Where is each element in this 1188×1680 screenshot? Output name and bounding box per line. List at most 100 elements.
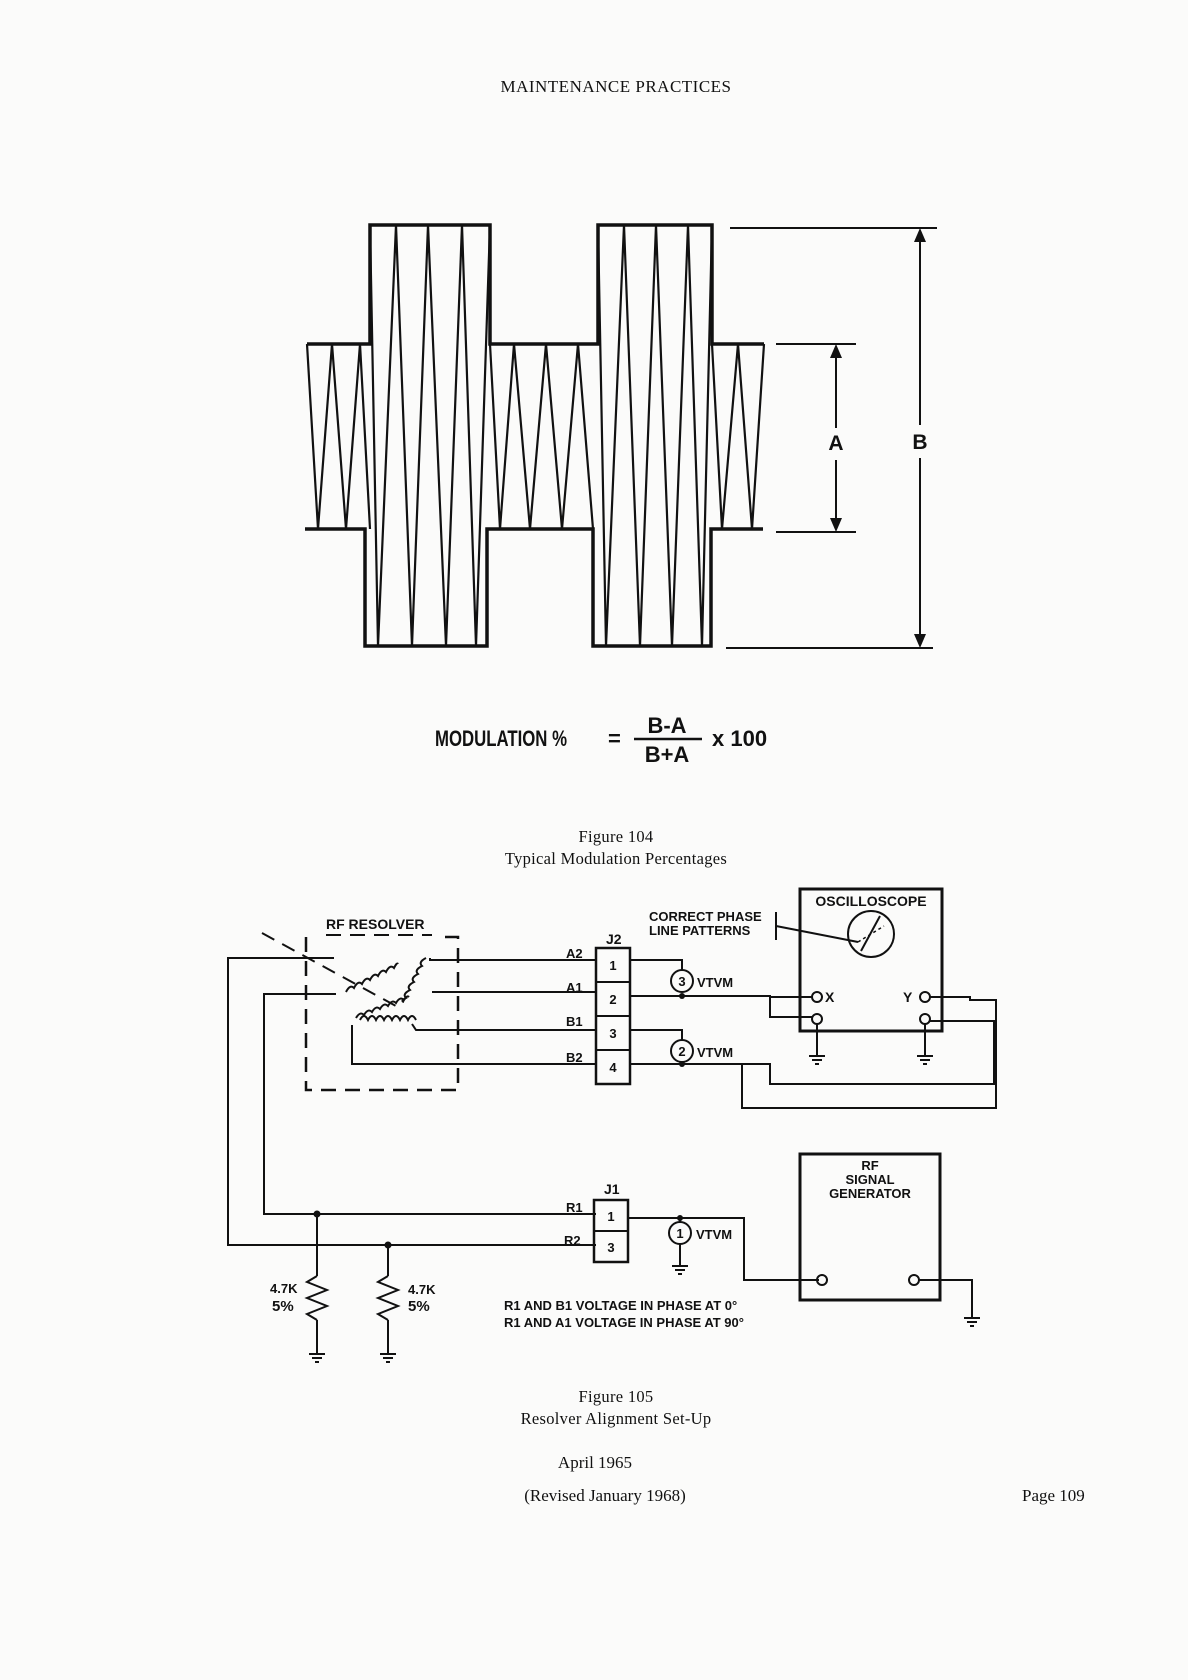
j2-pin-a2-label: A2 — [566, 946, 583, 961]
dimension-b-arrowhead-up — [914, 228, 926, 242]
carrier-wave-segment-1 — [305, 343, 372, 530]
resistor-1: 4.7K 5% — [270, 1210, 330, 1363]
j2-pin-4-number: 4 — [609, 1060, 617, 1075]
j1-pin-r2-label: R2 — [564, 1233, 581, 1248]
modulation-formula: MODULATION % = B-A B+A x 100 — [435, 713, 767, 767]
formula-multiplier: x 100 — [712, 726, 767, 751]
vtvm-1-number: 1 — [676, 1226, 683, 1241]
wire-r1-loop — [263, 993, 596, 1215]
vtvm-1-label: VTVM — [696, 1227, 732, 1242]
vtvm-3-label: VTVM — [697, 975, 733, 990]
resolver-alignment-schematic: RF RESOLVER J2 1 2 3 4 A2 A1 B1 B2 OSCIL… — [227, 887, 997, 1363]
wire-scope-y — [741, 996, 997, 1109]
stator-coil-a — [401, 957, 427, 1003]
j2-pin-b2-label: B2 — [566, 1050, 583, 1065]
dimension-b-label: B — [912, 431, 927, 454]
formula-equals: = — [608, 726, 621, 751]
waveform-upper-envelope — [307, 223, 764, 346]
oscilloscope-label: OSCILLOSCOPE — [815, 893, 926, 909]
footer-revised: (Revised January 1968) — [524, 1486, 686, 1505]
dimension-a-arrowhead-up — [830, 344, 842, 358]
dimension-b-arrowhead-down — [914, 634, 926, 648]
page-header: MAINTENANCE PRACTICES — [500, 77, 732, 96]
carrier-wave-segment-2 — [368, 224, 492, 647]
wire-r2-loop — [227, 957, 596, 1246]
oscilloscope-screen — [847, 910, 895, 958]
formula-numerator: B-A — [647, 713, 686, 738]
resistor-1-tolerance: 5% — [272, 1298, 294, 1315]
figure-104-caption: Figure 104 Typical Modulation Percentage… — [0, 826, 1188, 870]
phase-note-2: R1 AND A1 VOLTAGE IN PHASE AT 90° — [504, 1315, 744, 1330]
j1-pin-r1-label: R1 — [566, 1200, 583, 1215]
phase-line-trace — [860, 915, 881, 952]
scope-x-ground-terminal — [811, 1013, 823, 1025]
phase-note-1: R1 AND B1 VOLTAGE IN PHASE AT 0° — [504, 1298, 737, 1313]
generator-output-terminal — [816, 1274, 828, 1286]
j1-pin-1-number: 1 — [607, 1209, 614, 1224]
rotor-coil-1 — [345, 962, 399, 993]
vtvm-3: 3 VTVM — [670, 969, 733, 999]
scope-y-ground-terminal — [919, 1013, 931, 1025]
wire-pin4-to-scope — [630, 1020, 995, 1085]
figure-105-title: Resolver Alignment Set-Up — [520, 1409, 712, 1428]
vtvm-2: 2 VTVM — [670, 1039, 733, 1067]
generator-label-3: GENERATOR — [829, 1186, 911, 1201]
correct-phase-pointer — [775, 925, 859, 943]
waveform-lower-envelope — [305, 527, 763, 648]
correct-phase-label-1: CORRECT PHASE — [649, 909, 762, 924]
figure-104-title: Typical Modulation Percentages — [504, 849, 728, 868]
generator-ground-terminal — [908, 1274, 920, 1286]
generator-label-1: RF — [861, 1158, 878, 1173]
j2-label: J2 — [606, 931, 622, 947]
scope-x-input — [811, 991, 823, 1003]
j2-pin-3-number: 3 — [609, 1026, 616, 1041]
formula-denominator: B+A — [645, 742, 690, 767]
j1-label: J1 — [604, 1181, 620, 1197]
correct-phase-label-2: LINE PATTERNS — [649, 923, 751, 938]
wire-pin2-to-scope — [630, 995, 812, 1018]
figure-105-caption: Figure 105 Resolver Alignment Set-Up — [0, 1386, 1188, 1430]
resistor-2: 4.7K 5% — [375, 1241, 436, 1363]
j2-pin-2-number: 2 — [609, 992, 616, 1007]
figure-105-number: Figure 105 — [578, 1387, 654, 1406]
j2-pin-1-number: 1 — [609, 958, 616, 973]
wire-pin1-to-vtvm3 — [630, 959, 683, 970]
carrier-wave-segment-5 — [710, 343, 766, 530]
resistor-1-value: 4.7K — [270, 1281, 298, 1296]
resolver-rotor-axis — [261, 932, 397, 1007]
scope-y-label: Y — [903, 989, 913, 1005]
resistor-2-tolerance: 5% — [408, 1298, 430, 1315]
wire-pin3-to-vtvm2 — [630, 1029, 683, 1040]
vtvm-3-number: 3 — [678, 974, 685, 989]
page-number: Page 109 — [1022, 1486, 1085, 1505]
oscilloscope: OSCILLOSCOPE X Y — [798, 887, 944, 1033]
stator-coil-b — [359, 1015, 417, 1023]
wire-b1 — [411, 1023, 596, 1031]
modulation-waveform-diagram: A B MODULATION % = B-A B+A x 100 — [305, 223, 937, 767]
carrier-wave-segment-3 — [488, 343, 595, 530]
figure-104-number: Figure 104 — [578, 827, 654, 846]
rf-signal-generator: RF SIGNAL GENERATOR — [798, 1152, 980, 1327]
j1-connector: J1 1 3 R1 R2 — [564, 1181, 630, 1264]
dimension-a-label: A — [828, 432, 843, 455]
scope-x-label: X — [825, 989, 835, 1005]
footer-date: April 1965 — [557, 1453, 633, 1472]
rf-resolver-label: RF RESOLVER — [326, 916, 425, 932]
generator-label-2: SIGNAL — [845, 1172, 894, 1187]
j2-pin-b1-label: B1 — [566, 1014, 583, 1029]
scope-y-input — [919, 991, 931, 1003]
vtvm-2-number: 2 — [678, 1044, 685, 1059]
vtvm-2-label: VTVM — [697, 1045, 733, 1060]
resistor-2-value: 4.7K — [408, 1282, 436, 1297]
rotor-coil-2 — [355, 995, 410, 1019]
formula-lhs: MODULATION % — [435, 726, 567, 751]
scope-ground-symbols — [809, 1024, 933, 1065]
wire-b2 — [351, 1025, 596, 1065]
j1-pin-3-number: 3 — [607, 1240, 614, 1255]
wire-a2 — [429, 958, 596, 961]
rf-resolver: RF RESOLVER — [261, 916, 460, 1092]
j2-connector: J2 1 2 3 4 A2 A1 B1 B2 — [566, 931, 632, 1086]
vtvm-1: 1 VTVM — [628, 1215, 732, 1275]
wire-r1-to-generator — [680, 1217, 819, 1281]
